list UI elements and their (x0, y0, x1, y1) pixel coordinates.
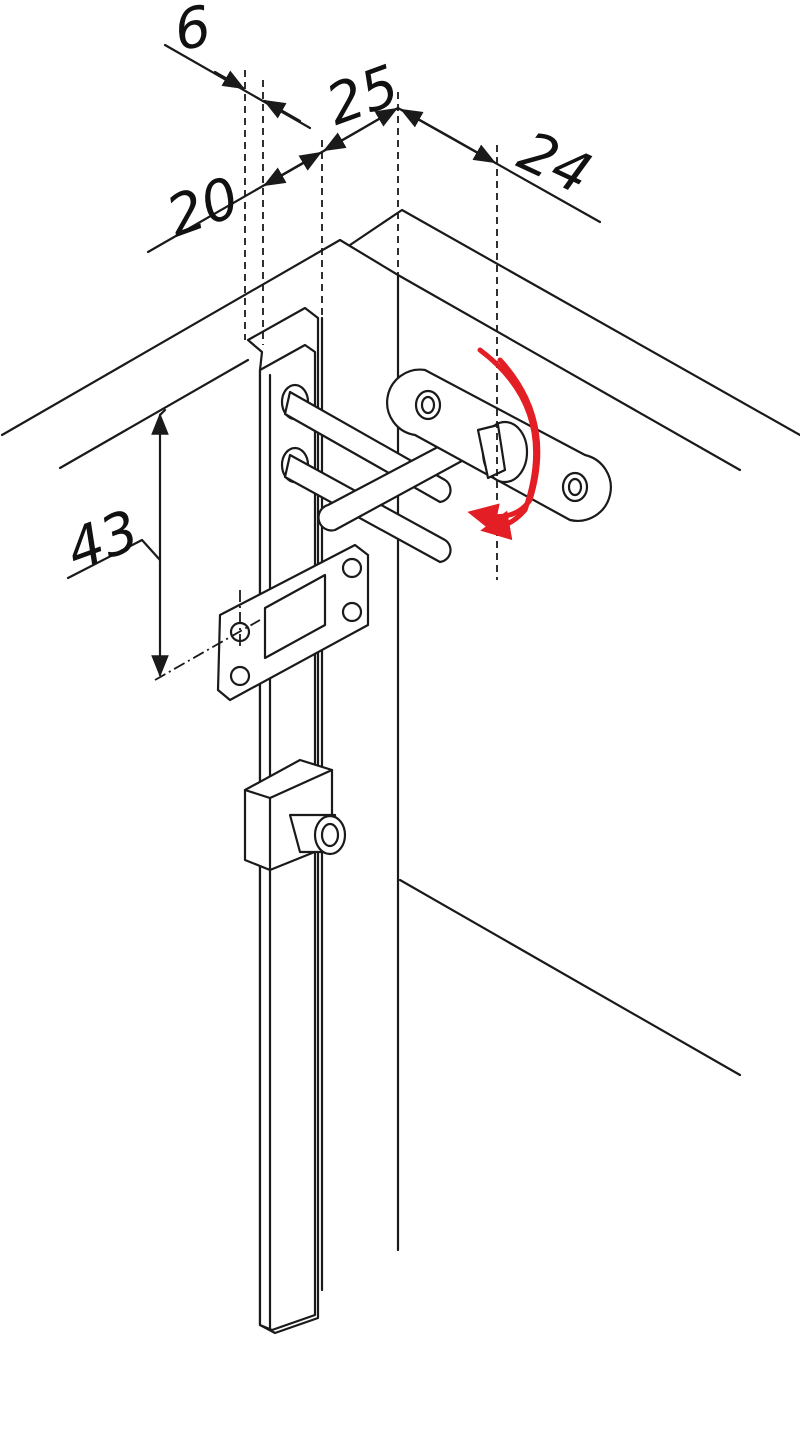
guide-block (243, 758, 347, 872)
dimension-label-24: 24 (509, 119, 601, 208)
locking-pins (280, 383, 487, 564)
strike-plate (216, 543, 370, 702)
rotation-arrow-icon (467, 347, 541, 541)
cabinet-outline (0, 208, 800, 1292)
rotary-lock (386, 368, 612, 522)
dimension-label-43: 43 (58, 498, 147, 583)
dimension-label-6: 6 (169, 0, 215, 64)
dimension-label-25: 25 (318, 53, 407, 138)
dimension-lines (66, 43, 602, 678)
